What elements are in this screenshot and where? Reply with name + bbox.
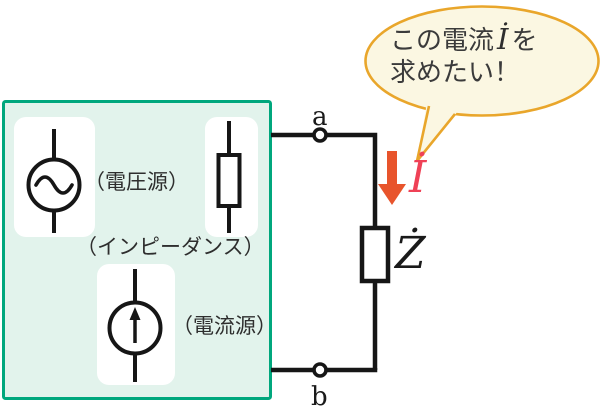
bubble-current-symbol: İ <box>497 22 509 56</box>
impedance-label: （インピーダンス） <box>76 236 265 259</box>
bubble-text-line1: この電流 İ を <box>390 25 538 54</box>
voltage-source-label: （電圧源） <box>84 171 189 194</box>
current-source-label: （電流源） <box>172 315 277 338</box>
current-symbol-label: İ <box>409 152 427 203</box>
load-branch-wires <box>271 127 391 378</box>
terminal-b-label: b <box>311 382 328 412</box>
bubble-text-line2: 求めたい！ <box>390 59 520 85</box>
impedance-icon <box>216 121 242 233</box>
up-arrow-icon <box>129 307 141 320</box>
bubble-line1-suffix: を <box>511 25 538 55</box>
terminal-b-node <box>312 362 328 378</box>
voltage-source-icon <box>26 129 82 233</box>
speech-bubble <box>364 5 600 162</box>
bubble-line2-text: 求めたい！ <box>390 57 521 87</box>
load-impedance-box <box>359 225 391 284</box>
current-arrow-icon <box>378 151 406 205</box>
impedance-symbol-label: Ż <box>395 228 426 279</box>
current-source-icon <box>107 269 163 382</box>
terminal-a-label: a <box>312 102 328 132</box>
bubble-line1-prefix: この電流 <box>390 25 495 55</box>
terminal-a-node <box>312 127 328 143</box>
